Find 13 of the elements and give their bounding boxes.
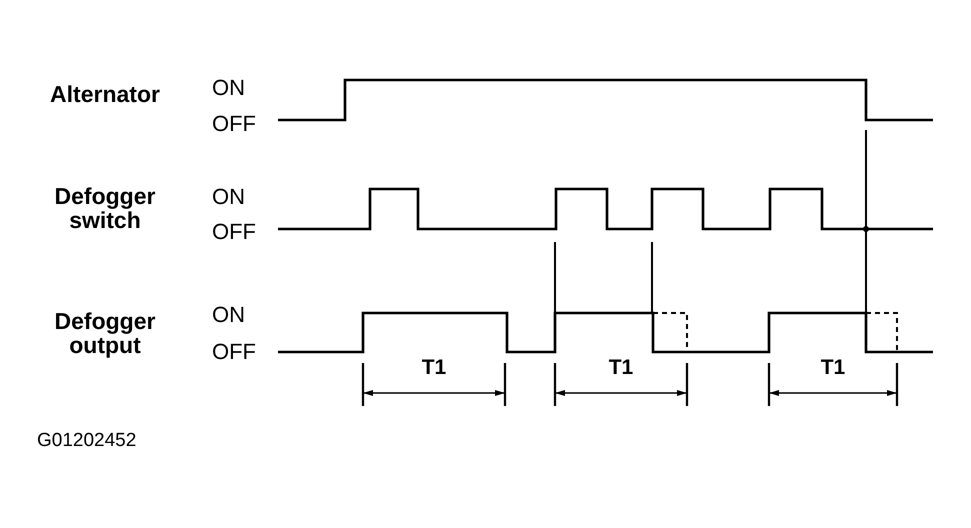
state-label: ON <box>212 303 245 326</box>
dimension-label: T1 <box>608 357 634 380</box>
state-label: OFF <box>212 340 256 364</box>
dimension-label: T1 <box>420 357 448 380</box>
signal-name: Defogger switch <box>54 184 156 232</box>
dimension-label: T1 <box>820 357 846 380</box>
figure-code: G01202452 <box>37 431 136 451</box>
state-label: OFF <box>212 112 256 136</box>
state-label: ON <box>212 76 245 100</box>
state-label: OFF <box>212 220 256 244</box>
signal-name: Alternator <box>49 82 161 106</box>
state-label: ON <box>212 185 245 208</box>
signal-name: Defogger output <box>54 309 156 358</box>
